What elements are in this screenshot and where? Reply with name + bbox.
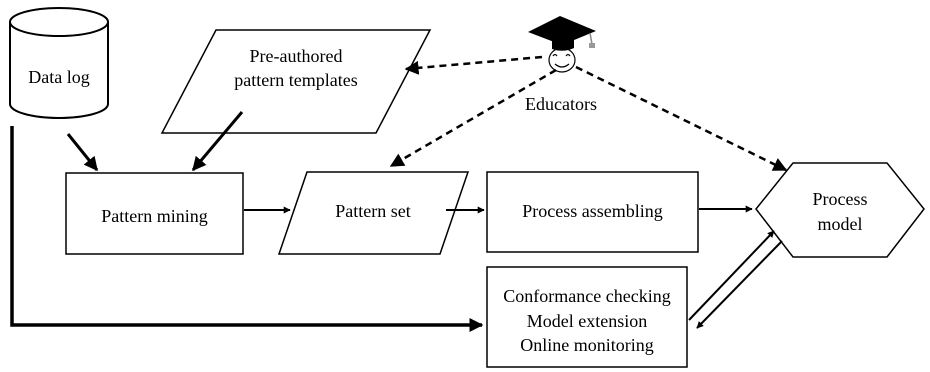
conformance-label-line3: Online monitoring <box>520 335 654 355</box>
process-model-label-line1: Process <box>812 189 868 209</box>
process-assembling-label: Process assembling <box>522 201 663 221</box>
dashed-connectors <box>389 55 788 172</box>
pattern-mining-label: Pattern mining <box>101 206 208 226</box>
conformance-box <box>486 266 688 368</box>
data-log-label: Data log <box>28 67 90 87</box>
process-model-hexagon <box>755 162 925 258</box>
process-model-label-line2: model <box>817 214 863 234</box>
templates-label-line1: Pre-authored <box>249 46 343 66</box>
conformance-label-line2: Model extension <box>526 311 648 331</box>
pattern-set-label: Pattern set <box>335 201 411 221</box>
pattern-mining-box <box>65 172 244 255</box>
solid-connectors <box>10 111 783 332</box>
pattern-templates-shape <box>160 29 432 134</box>
pattern-set-shape <box>277 171 470 255</box>
educator-icon <box>528 16 596 73</box>
data-log-cylinder <box>9 7 109 119</box>
conformance-label-line1: Conformance checking <box>503 286 671 306</box>
process-assembling-box <box>486 171 699 253</box>
educators-label: Educators <box>525 94 597 114</box>
templates-label-line2: pattern templates <box>234 70 358 90</box>
